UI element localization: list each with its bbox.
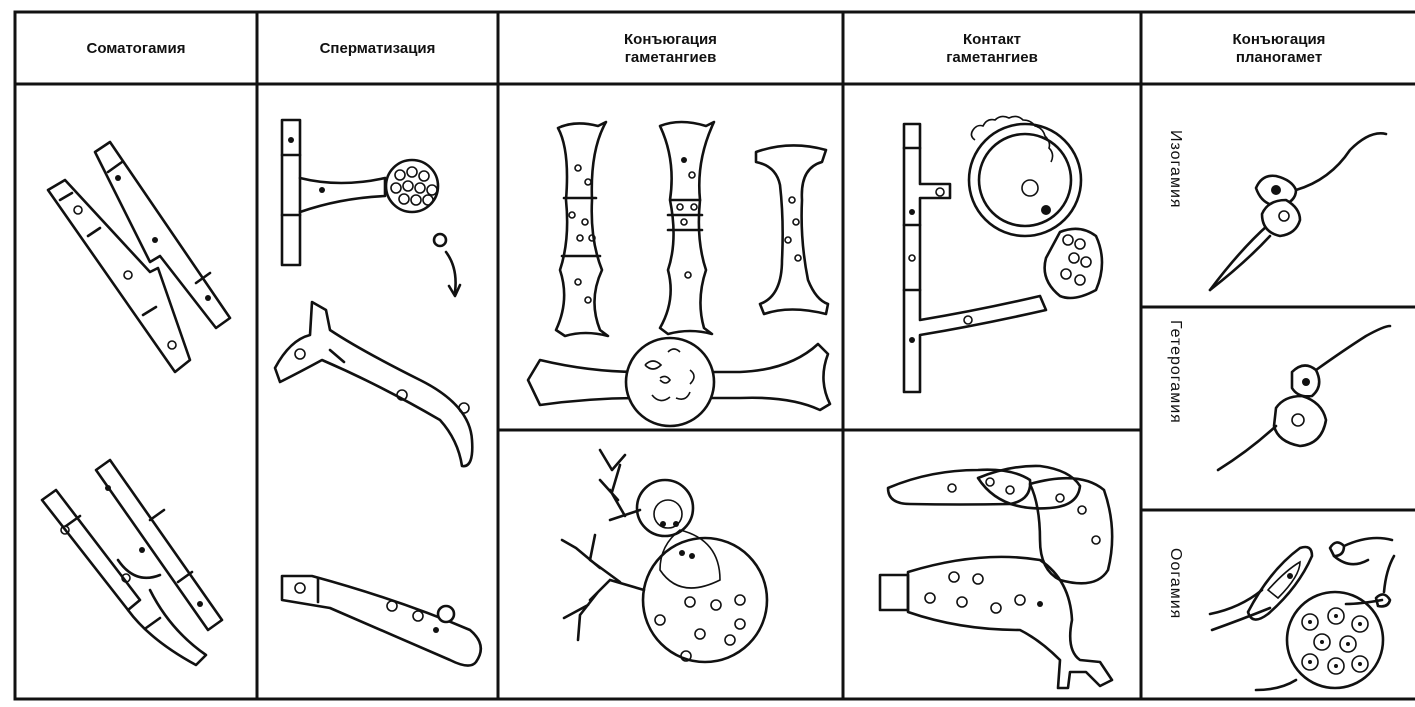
conjugation-zygnema-cells xyxy=(556,122,828,336)
isogamy-gametes xyxy=(1210,133,1386,290)
spermatization-filament-with-spermatium xyxy=(282,576,481,666)
somatogamy-filaments-bottom xyxy=(42,460,222,665)
spermatization-spermatangium xyxy=(282,120,460,296)
contact-gametangia-bottom xyxy=(880,466,1112,688)
oogonium-antheridium xyxy=(562,450,767,662)
somatogamy-filaments-top xyxy=(48,142,230,372)
heterogamy-gametes xyxy=(1218,326,1390,470)
spermatization-female-branch xyxy=(275,302,472,466)
contact-oogonium xyxy=(904,116,1102,392)
oogamy-oogonium xyxy=(1210,538,1394,690)
conjugation-zygospore xyxy=(528,338,830,426)
